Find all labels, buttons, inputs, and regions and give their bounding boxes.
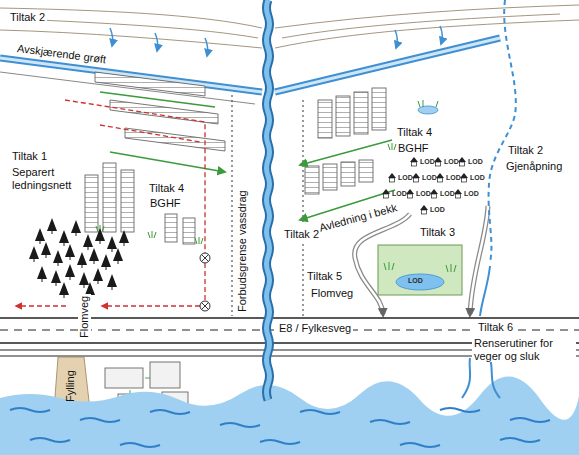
lod-label: LOD <box>392 190 407 198</box>
measure-name: BGHF <box>398 142 429 155</box>
outlet-streams <box>462 358 500 398</box>
measure-label: Tiltak 5 <box>305 270 344 283</box>
retention-pond <box>378 245 462 295</box>
floodway-label: Flomveg <box>78 294 91 340</box>
measure-label: Tiltak 3 <box>418 226 457 239</box>
fill-label: Fylling <box>64 370 77 402</box>
measure-label: Tiltak 1 <box>10 150 49 163</box>
lod-label: LOD <box>444 158 459 166</box>
lod-label: LOD <box>430 206 445 214</box>
buildings-right <box>305 88 386 194</box>
lod-label: LOD <box>422 174 437 182</box>
road-label: E8 / Fylkesveg <box>277 322 353 335</box>
forest <box>29 218 129 298</box>
measure-label: Tiltak 2 <box>506 144 545 157</box>
reopened-stream <box>480 0 516 316</box>
lod-label: LOD <box>464 190 479 198</box>
measure-label: Tiltak 4 <box>395 126 434 139</box>
main-stream <box>267 0 270 400</box>
small-pond-icon <box>418 100 438 114</box>
measure-name: Separert ledningsnett <box>12 166 90 191</box>
measure-label: Tiltak 6 <box>476 321 515 334</box>
measure-name: Flomveg <box>311 287 353 300</box>
lod-label: LOD <box>440 190 455 198</box>
measure-name: BGHF <box>150 197 181 210</box>
lod-label: LOD <box>416 190 431 198</box>
lod-label: LOD <box>446 174 461 182</box>
separated-pipes <box>16 100 205 306</box>
runoff-arrows <box>110 26 442 56</box>
measure-name: Renserutiner for veger og sluk <box>472 337 576 362</box>
flood-paths <box>355 206 488 314</box>
ditch-label: Avskjærende grøft <box>16 42 107 66</box>
measure-label: Tiltak 2 <box>282 228 321 241</box>
interception-ditch <box>0 38 500 104</box>
lod-label: LOD <box>468 158 483 166</box>
fjord-water <box>0 376 579 455</box>
measure-name: Avledning i bekk <box>318 201 398 234</box>
measure-label: Tiltak 4 <box>147 182 186 195</box>
measure-name: Gjenåpning <box>506 160 562 173</box>
lod-label: LOD <box>408 277 423 285</box>
manhole-symbols <box>200 253 210 311</box>
measure-label: Tiltak 2 <box>8 11 47 24</box>
lod-label: LOD <box>398 174 413 182</box>
lod-label: LOD <box>420 158 435 166</box>
boundary-label: Forbudsgrense vassdrag <box>236 190 249 312</box>
lod-label: LOD <box>470 174 485 182</box>
buildings-left <box>85 72 225 244</box>
